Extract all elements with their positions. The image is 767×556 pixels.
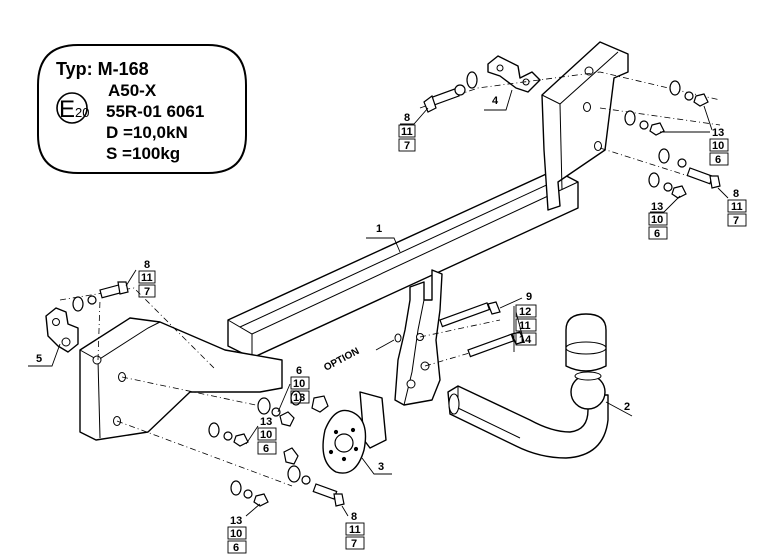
part-labels: 1 2 3 4 5 9 <box>28 89 633 475</box>
svg-text:6: 6 <box>296 365 302 377</box>
approval-mark: E <box>59 96 75 123</box>
part-label-1: 1 <box>376 223 382 235</box>
part-label-9: 9 <box>526 291 532 303</box>
hardware-right <box>648 148 721 199</box>
stack-washer-left-mid: 6 10 13 <box>277 365 310 413</box>
stack-nut-bottom-left: 13 10 6 <box>227 503 261 554</box>
svg-text:13: 13 <box>230 515 242 527</box>
stack-nut-upper-right: 13 10 6 <box>660 105 729 166</box>
hardware-left-top <box>72 281 129 312</box>
svg-text:6: 6 <box>233 542 239 554</box>
approval-mark-icon: E 20 <box>56 92 89 124</box>
svg-text:6: 6 <box>715 154 721 166</box>
svg-text:10: 10 <box>260 429 272 441</box>
stack-bolt-right: 8 11 7 <box>717 187 747 227</box>
svg-text:10: 10 <box>651 214 663 226</box>
svg-text:13: 13 <box>293 392 305 404</box>
tow-ball-assembly <box>447 313 609 459</box>
option-label: OPTION <box>322 346 361 374</box>
svg-text:11: 11 <box>349 524 361 536</box>
stack-bolt-upper-left: 8 11 7 <box>398 107 429 152</box>
svg-text:8: 8 <box>404 112 410 124</box>
bolt-set-9 <box>439 301 525 358</box>
svg-text:13: 13 <box>651 201 663 213</box>
svg-text:10: 10 <box>293 378 305 390</box>
svg-text:7: 7 <box>404 140 410 152</box>
svg-text:6: 6 <box>654 228 660 240</box>
svg-text:10: 10 <box>230 528 242 540</box>
bracket-plate-right <box>541 41 629 211</box>
type-line: Typ: M-168 <box>56 59 149 79</box>
svg-text:7: 7 <box>733 215 739 227</box>
stack-bolt-left-top: 8 11 7 <box>125 259 156 298</box>
svg-text:7: 7 <box>144 286 150 298</box>
svg-text:7: 7 <box>351 538 357 550</box>
svg-text:10: 10 <box>712 140 724 152</box>
part-label-5: 5 <box>36 353 42 365</box>
stack-bolt-bottom: 8 11 7 <box>341 505 365 550</box>
center-bracket <box>394 269 443 406</box>
svg-text:8: 8 <box>144 259 150 271</box>
part-label-4: 4 <box>492 95 499 107</box>
svg-text:11: 11 <box>401 126 413 138</box>
stack-nut-right-low: 13 10 6 <box>648 195 681 240</box>
bracket-right <box>487 55 541 93</box>
option-marker: OPTION <box>322 333 402 374</box>
part-label-3: 3 <box>378 461 384 473</box>
crossbar <box>227 169 579 359</box>
svg-text:11: 11 <box>731 201 743 213</box>
svg-text:13: 13 <box>260 416 272 428</box>
stack-nut-left-mid: 13 10 6 <box>245 416 277 455</box>
socket-plate <box>322 391 387 474</box>
hardware-left-mid <box>208 390 329 447</box>
svg-text:6: 6 <box>263 443 269 455</box>
hardware-bottom <box>230 447 345 507</box>
s-value-line: S =100kg <box>106 144 180 163</box>
part-label-2: 2 <box>624 401 630 413</box>
svg-text:13: 13 <box>712 127 724 139</box>
svg-text:14: 14 <box>519 334 532 346</box>
approval-country: 20 <box>75 105 89 120</box>
spec-box: Typ: M-168 A50-X E 20 55R-01 6061 D =10,… <box>37 44 247 174</box>
svg-text:12: 12 <box>519 306 531 318</box>
stack-bolt-set-9: 12 11 14 <box>513 304 537 352</box>
svg-text:11: 11 <box>519 320 531 332</box>
svg-text:8: 8 <box>733 188 739 200</box>
d-value-line: D =10,0kN <box>106 123 188 142</box>
svg-text:11: 11 <box>141 272 153 284</box>
hardware-upper-left <box>423 71 478 113</box>
svg-text:8: 8 <box>351 511 357 523</box>
class-line: A50-X <box>108 81 157 100</box>
regulation-line: 55R-01 6061 <box>106 102 204 121</box>
hardware-upper-right <box>624 80 709 136</box>
bracket-left <box>45 307 79 353</box>
